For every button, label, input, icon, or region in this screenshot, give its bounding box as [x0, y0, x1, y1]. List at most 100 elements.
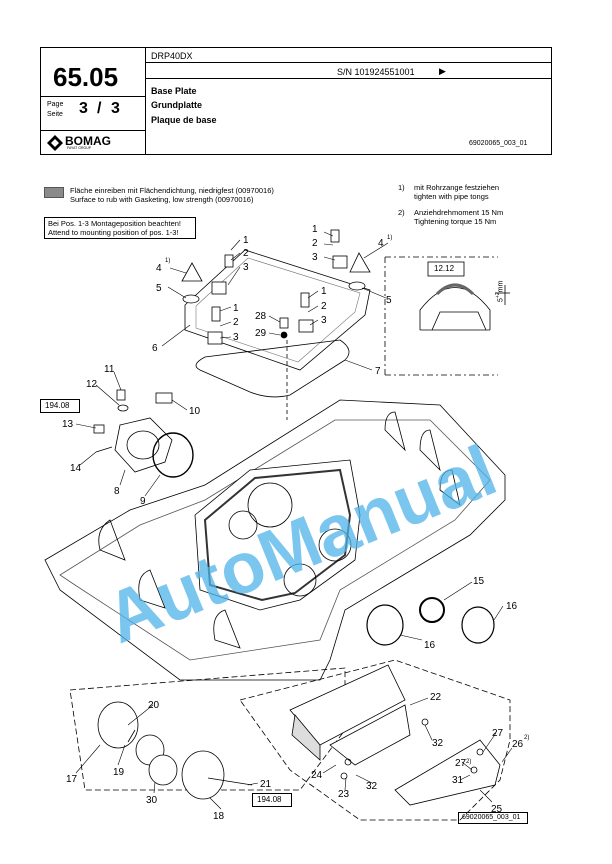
page-separator: / [97, 100, 102, 117]
base-plate [44, 399, 506, 681]
serial-number: S/N 101924551001 [337, 67, 415, 77]
detail-dim-value: 5 [497, 298, 505, 302]
page-label-en: Page [47, 101, 64, 108]
drawing-number-box: 69020065_003_01 [458, 812, 528, 824]
callout-12: 12 [86, 379, 98, 390]
gasket-swatch [44, 187, 64, 198]
callout-4-footnote: 1) [165, 258, 170, 264]
callout-4-footnote: 1) [387, 235, 392, 241]
callout-9: 9 [140, 496, 146, 507]
title-en: Base Plate [151, 86, 197, 96]
callout-22: 22 [430, 692, 442, 703]
bomag-diamond-icon [47, 135, 63, 151]
callout-10: 10 [189, 406, 201, 417]
callout-1: 1 [243, 235, 249, 246]
callout-27: 27 [492, 728, 504, 739]
callout-21: 21 [260, 779, 272, 790]
mounting-note-de: Bei Pos. 1-3 Montageposition beachten! [48, 219, 182, 228]
footnote-2-en: Tightening torque 15 Nm [414, 217, 497, 226]
callout-11: 11 [104, 364, 115, 375]
footnote-2-de: Anziehdrehmoment 15 Nm [414, 208, 504, 217]
callout-20: 20 [148, 700, 160, 711]
divider [145, 78, 551, 79]
detail-ref: 12.12 [434, 264, 455, 273]
footnote-1-num: 1) [398, 183, 405, 192]
callout-14: 14 [70, 463, 82, 474]
callout-19: 19 [113, 767, 125, 778]
footnote-1-de: mit Rohrzange festziehen [414, 183, 500, 192]
detail-dimension: 5+2mm [495, 281, 504, 302]
callout-2: 2 [312, 238, 318, 249]
divider [41, 130, 145, 131]
divider [145, 62, 551, 63]
leader-lines [75, 231, 513, 810]
callout-24: 24 [311, 770, 323, 781]
seal-rings [366, 597, 495, 646]
callout-29: 29 [255, 328, 267, 339]
callout-32: 32 [366, 781, 378, 792]
callout-1: 1 [312, 224, 318, 235]
callout-26-footnote: 2) [524, 735, 529, 741]
callout-13: 13 [62, 419, 74, 430]
callout-32: 32 [432, 738, 444, 749]
callout-3: 3 [312, 252, 318, 263]
callout-16: 16 [506, 601, 518, 612]
title-de: Grundplatte [151, 100, 202, 110]
callout-2: 2 [243, 248, 249, 259]
callout-26: 26 [512, 739, 524, 750]
callout-3: 3 [243, 262, 249, 273]
callout-23: 23 [338, 789, 350, 800]
model-name: DRP40DX [151, 51, 193, 61]
divider [41, 96, 145, 97]
callout-17: 17 [66, 774, 78, 785]
callout-2: 2 [321, 301, 327, 312]
detail-dim-unit: mm [497, 280, 505, 293]
callout-1: 1 [321, 286, 327, 297]
mounting-note: Bei Pos. 1-3 Montageposition beachten! A… [44, 217, 196, 239]
callout-2: 2 [233, 317, 239, 328]
legend-de: Fläche einreiben mit Flächendichtung, ni… [70, 186, 274, 195]
callout-18: 18 [213, 811, 225, 822]
drawing-id: 69020065_003_01 [469, 140, 528, 147]
callout-25: 25 [491, 804, 503, 815]
legend-en: Surface to rub with Gasketing, low stren… [70, 195, 254, 204]
callout-4: 4 [156, 263, 162, 274]
brand-name: BOMAG [65, 134, 111, 148]
callout-7: 7 [375, 366, 381, 377]
ref-box-bottom: 194.08 [252, 793, 292, 807]
callout-5: 5 [156, 283, 162, 294]
callout-15: 15 [473, 576, 485, 587]
serial-arrow-icon: ▶ [439, 66, 446, 76]
callout-5: 5 [386, 295, 392, 306]
callout-31-footnote: 2) [466, 759, 471, 765]
detail-view [384, 256, 510, 376]
title-block: DRP40DX 65.05 Page Seite 3 / 3 BOMAG FAY… [40, 47, 552, 155]
page-current: 3 [79, 100, 88, 117]
callout-16: 16 [424, 640, 436, 651]
callout-31: 31 [452, 775, 464, 786]
footnote-1-en: tighten with pipe tongs [414, 192, 489, 201]
top-plate-assembly [181, 229, 371, 420]
page-label-de: Seite [47, 111, 63, 118]
cover-discs [69, 667, 346, 800]
callout-3: 3 [321, 315, 327, 326]
detail-dim-tolerance: +2 [495, 292, 501, 299]
brand-subtitle: FAYAT GROUP [67, 146, 92, 150]
ref-box-left: 194.08 [40, 399, 80, 413]
callout-1: 1 [233, 303, 239, 314]
section-number: 65.05 [53, 62, 119, 92]
callout-4: 4 [378, 238, 384, 249]
page-total: 3 [111, 100, 120, 117]
callout-27: 27 [455, 758, 467, 769]
protection-cover [239, 659, 511, 821]
title-fr: Plaque de base [151, 115, 217, 125]
callout-6: 6 [152, 343, 158, 354]
callout-28: 28 [255, 311, 267, 322]
callout-3: 3 [233, 332, 239, 343]
footnote-2-num: 2) [398, 208, 405, 217]
title-block-divider [145, 48, 146, 154]
callout-8: 8 [114, 486, 120, 497]
mounting-note-en: Attend to mounting position of pos. 1-3! [48, 228, 179, 237]
callout-30: 30 [146, 795, 158, 806]
